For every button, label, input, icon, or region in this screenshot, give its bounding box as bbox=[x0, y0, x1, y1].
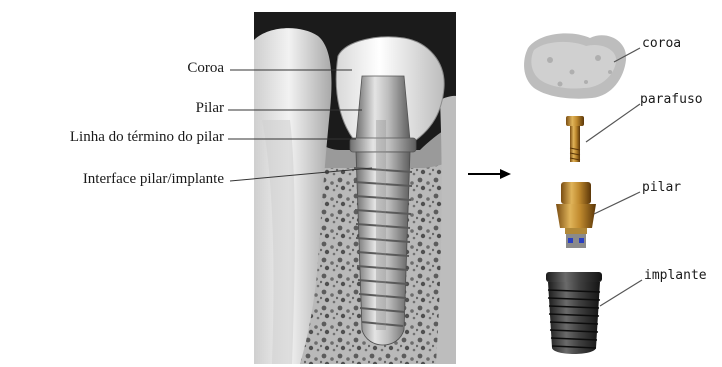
cross-section-illustration bbox=[254, 12, 456, 364]
screw-component bbox=[566, 116, 584, 162]
label-r-pilar: pilar bbox=[642, 180, 681, 195]
label-r-coroa: coroa bbox=[642, 36, 681, 51]
leader-r-implante bbox=[600, 280, 642, 306]
label-coroa: Coroa bbox=[187, 60, 224, 77]
leader-r-pilar bbox=[594, 192, 640, 214]
leader-r-parafuso bbox=[586, 104, 640, 142]
label-pilar: Pilar bbox=[196, 100, 224, 117]
label-interface: Interface pilar/implante bbox=[83, 171, 224, 188]
right-arrow-icon bbox=[468, 169, 511, 179]
abutment-component bbox=[556, 182, 596, 248]
screw-channel bbox=[376, 120, 386, 330]
label-linha-termino: Linha do término do pilar bbox=[70, 129, 224, 146]
implant-component bbox=[546, 272, 602, 354]
label-r-parafuso: parafuso bbox=[640, 92, 703, 107]
crown-component bbox=[524, 33, 626, 98]
label-r-implante: implante bbox=[644, 268, 707, 283]
